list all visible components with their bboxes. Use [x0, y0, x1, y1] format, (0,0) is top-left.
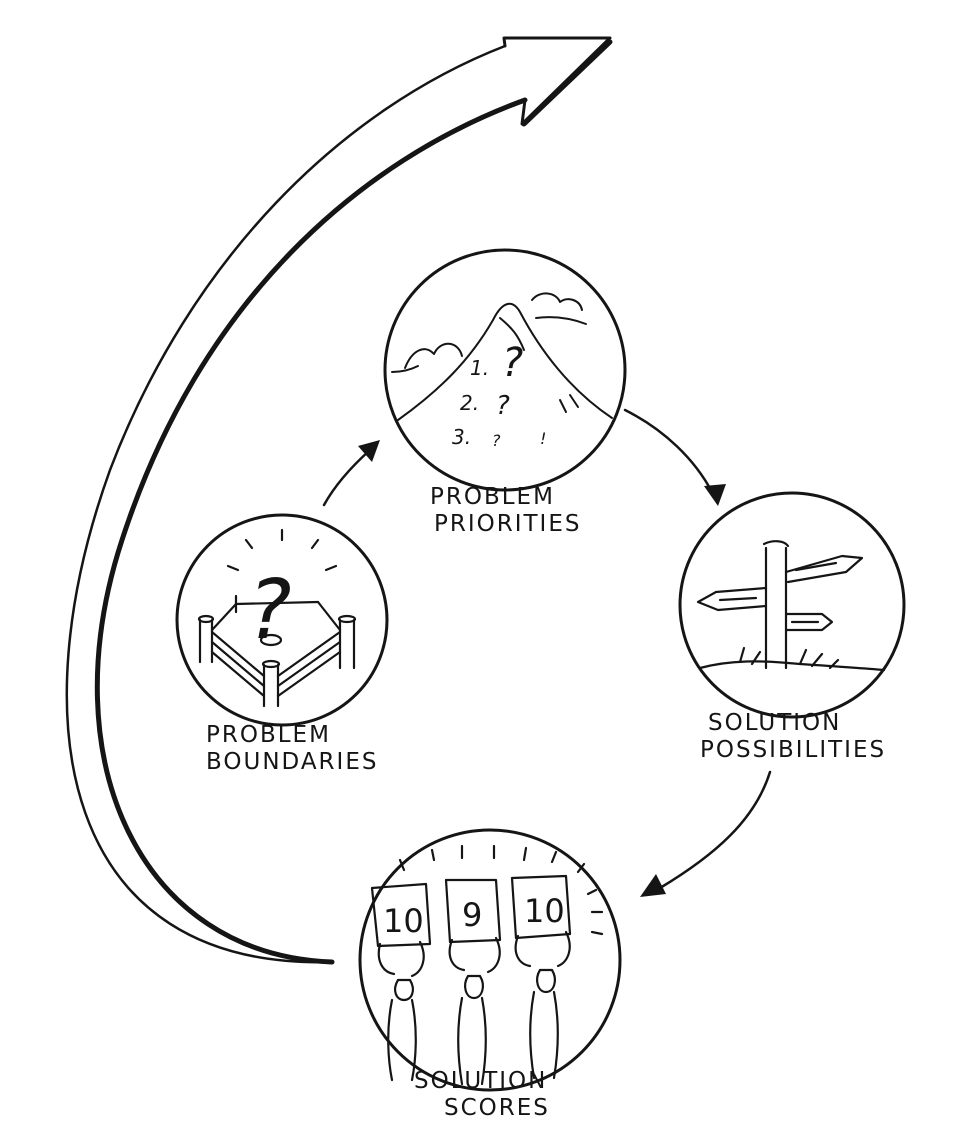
mountain-icon [391, 292, 613, 421]
priority-1-question: ? [502, 340, 523, 386]
label-solution-possibilities: SOLUTION POSSIBILITIES [700, 710, 886, 764]
arrowhead-to-priorities [358, 440, 380, 462]
score-card-1-value: 10 [383, 902, 424, 940]
arrow-priorities-to-possibilities [623, 408, 714, 494]
priority-3-question: ? [492, 431, 501, 450]
label-problem-priorities: PROBLEM PRIORITIES [428, 484, 581, 538]
node-circle [358, 828, 622, 1092]
big-arrow-head-shade [521, 39, 613, 127]
big-sweeping-arrow [65, 36, 613, 965]
boxing-ring-icon [197, 528, 357, 708]
arrowhead-to-possibilities [704, 484, 726, 506]
label-line-2: SCORES [444, 1095, 550, 1121]
label-line-2: BOUNDARIES [206, 749, 379, 775]
priority-1-number: 1. [470, 356, 489, 380]
arrow-boundaries-to-priorities [322, 448, 372, 507]
signpost-icon [696, 540, 886, 672]
node-solution-scores [358, 828, 622, 1092]
label-solution-scores: SOLUTION SCORES [414, 1068, 550, 1122]
label-problem-boundaries: PROBLEM BOUNDARIES [206, 722, 378, 776]
label-line-1: SOLUTION [414, 1068, 548, 1094]
node-circle [678, 491, 906, 719]
priority-exclamation: ! [540, 429, 546, 448]
arrowhead-to-scores [640, 874, 666, 897]
node-problem-priorities [383, 248, 627, 492]
label-line-2: PRIORITIES [434, 511, 582, 537]
big-arrow-head [502, 36, 612, 126]
flow-arrowheads [358, 440, 726, 897]
big-arrow-inner-stroke [94, 97, 528, 965]
flow-arrows [322, 408, 772, 890]
node-problem-boundaries [175, 513, 389, 727]
priority-2-question: ? [496, 391, 510, 421]
score-cards-icon [370, 844, 604, 1086]
label-line-2: POSSIBILITIES [700, 737, 887, 763]
node-circle [175, 513, 389, 727]
label-line-1: PROBLEM [206, 722, 331, 748]
label-line-1: SOLUTION [708, 710, 842, 736]
node-circle [383, 248, 627, 492]
arrow-possibilities-to-scores [658, 770, 772, 890]
boundaries-question-mark: ? [248, 563, 292, 658]
priority-3-number: 3. [452, 425, 471, 449]
label-line-1: PROBLEM [430, 484, 555, 510]
priority-2-number: 2. [460, 391, 479, 415]
score-card-2-value: 9 [462, 896, 482, 934]
node-solution-possibilities [678, 491, 906, 719]
score-card-3-value: 10 [524, 892, 565, 930]
big-arrow-outer-stroke [65, 44, 507, 964]
